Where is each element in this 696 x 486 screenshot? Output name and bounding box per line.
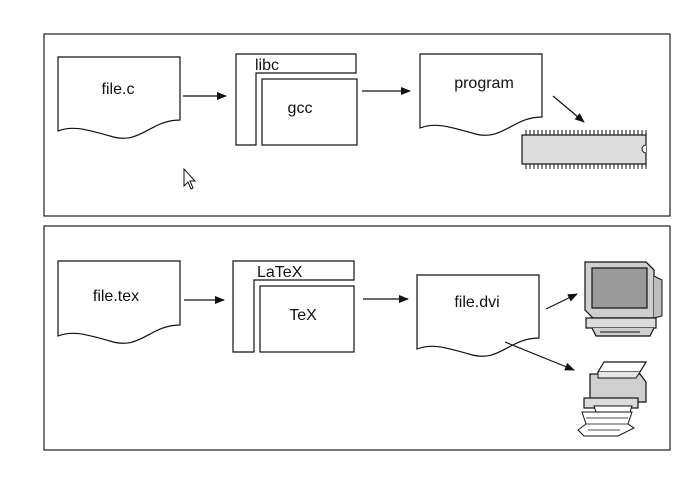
compiler-label: gcc bbox=[288, 100, 313, 117]
arrow-to-chip bbox=[552, 95, 585, 123]
library-frame bbox=[235, 53, 357, 146]
macro-frame bbox=[232, 260, 355, 353]
arrow-to-monitor bbox=[545, 293, 578, 310]
microchip-icon bbox=[521, 130, 647, 169]
document-icon bbox=[419, 53, 543, 136]
output-document-dvi: file.dvi bbox=[416, 274, 540, 357]
typeset-panel: file.tex LaTeX TeX file.dvi bbox=[43, 225, 671, 451]
macro-package-label: LaTeX bbox=[257, 264, 303, 281]
tex-source-label: file.tex bbox=[93, 288, 139, 305]
source-document-tex: file.tex bbox=[57, 260, 181, 344]
document-icon bbox=[57, 260, 181, 344]
source-document-c: file.c bbox=[57, 56, 181, 139]
dvi-file-label: file.dvi bbox=[454, 294, 499, 311]
compiler-stack: libc gcc bbox=[235, 53, 358, 146]
typesetter-stack: LaTeX TeX bbox=[232, 260, 355, 353]
compiler-box bbox=[261, 78, 358, 146]
document-icon bbox=[57, 56, 181, 139]
cursor-arrow-icon bbox=[183, 167, 197, 190]
engine-box bbox=[259, 285, 355, 353]
source-file-label: file.c bbox=[102, 81, 135, 98]
engine-label: TeX bbox=[289, 307, 317, 324]
document-icon bbox=[416, 274, 540, 357]
compile-panel: file.c libc gcc program bbox=[43, 33, 671, 217]
printer-icon bbox=[577, 361, 648, 437]
monitor-icon bbox=[584, 261, 663, 337]
output-file-label: program bbox=[454, 75, 514, 92]
library-label: libc bbox=[255, 57, 279, 74]
arrow-to-printer bbox=[504, 341, 575, 371]
output-document-program: program bbox=[419, 53, 543, 136]
